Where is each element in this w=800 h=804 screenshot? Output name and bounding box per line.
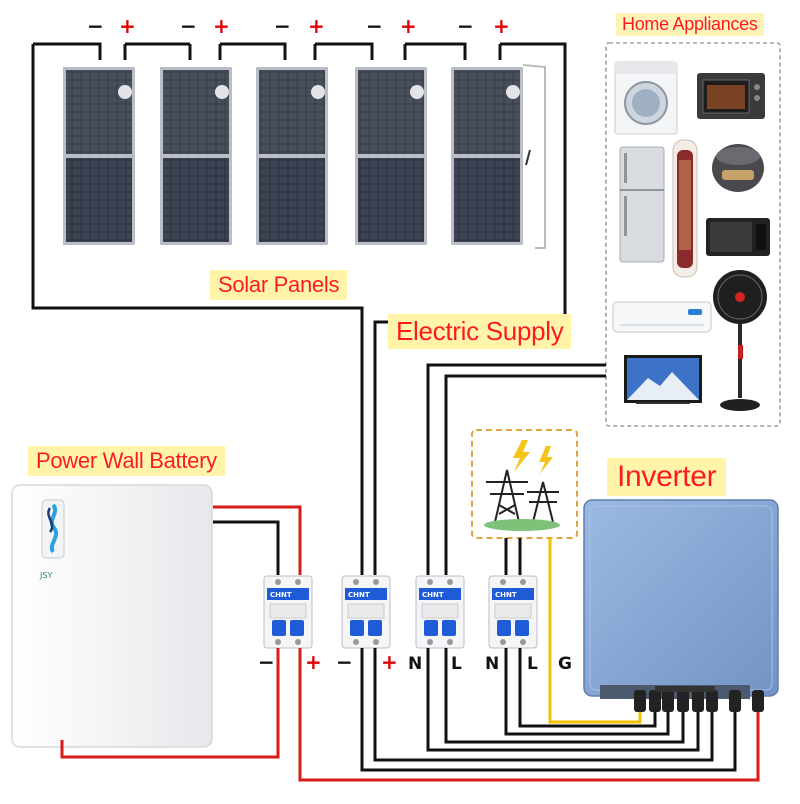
- label-inverter: Inverter: [607, 458, 727, 496]
- oven-icon: [697, 73, 765, 119]
- battery-brand: JSY: [39, 571, 52, 580]
- panel-terminal-minus: −: [274, 14, 291, 38]
- solar-panel-icon: [451, 67, 523, 245]
- inverter: [583, 499, 779, 712]
- panel-terminal-plus: +: [400, 14, 417, 38]
- term-battery-minus: −: [258, 650, 275, 674]
- appliance-wires: [426, 363, 606, 575]
- wall-ac-icon: [612, 301, 712, 333]
- panel-terminal-plus: +: [119, 14, 136, 38]
- rice-cooker-icon: [712, 144, 764, 192]
- power-tower-icon: [486, 469, 559, 523]
- solar-panel-icon: [63, 67, 135, 245]
- term-n1: N: [408, 654, 423, 674]
- panel-terminal-minus: −: [87, 14, 104, 38]
- lightning-icon: [513, 440, 530, 472]
- term-l2: L: [527, 654, 538, 674]
- breaker-icon: CHNT: [263, 575, 313, 649]
- term-n2: N: [485, 654, 500, 674]
- svg-text:CHNT: CHNT: [348, 591, 370, 599]
- term-g: G: [558, 654, 572, 674]
- solar-panel-icon: [160, 67, 232, 245]
- cable-gland-icon: [662, 690, 674, 712]
- svg-text:CHNT: CHNT: [270, 591, 292, 599]
- svg-text:CHNT: CHNT: [422, 591, 444, 599]
- grid-source: [471, 429, 578, 575]
- label-power-wall-battery: Power Wall Battery: [28, 446, 225, 476]
- battery-wires: [213, 505, 302, 575]
- breaker-icon: CHNT: [415, 575, 465, 649]
- panel-terminal-plus: +: [213, 14, 230, 38]
- cable-gland-icon: [729, 690, 741, 712]
- cable-gland-icon: [677, 690, 689, 712]
- solar-panel-icon: [256, 67, 328, 245]
- appliance-icons: [612, 61, 770, 411]
- term-pv-minus: −: [336, 650, 353, 674]
- breaker-icon: CHNT: [488, 575, 538, 649]
- microwave-icon: [706, 218, 770, 256]
- inverter-wiring: [60, 538, 760, 782]
- label-solar-panels: Solar Panels: [210, 270, 348, 300]
- tv-icon: [624, 355, 702, 404]
- panel-terminal-minus: −: [180, 14, 197, 38]
- svg-text:CHNT: CHNT: [495, 591, 517, 599]
- panel-terminal-plus: +: [493, 14, 510, 38]
- cable-gland-icon: [634, 690, 646, 712]
- power-wall-battery: JSY: [11, 484, 213, 748]
- fridge-icon: [619, 146, 665, 263]
- breaker-row: CHNT CHNT CHNT CHNT: [263, 575, 538, 649]
- air-conditioner-icon: [672, 139, 698, 278]
- panel-terminal-minus: −: [366, 14, 383, 38]
- label-home-appliances: Home Appliances: [616, 13, 764, 36]
- solar-panel-array: [63, 64, 546, 249]
- term-pv-plus: +: [381, 650, 398, 674]
- solar-panel-icon: [355, 67, 427, 245]
- term-battery-plus: +: [305, 650, 322, 674]
- washing-machine-icon: [614, 61, 678, 135]
- panel-terminal-plus: +: [308, 14, 325, 38]
- lightning-icon: [539, 446, 553, 474]
- term-l1: L: [451, 654, 462, 674]
- label-electric-supply: Electric Supply: [388, 314, 572, 349]
- panel-terminal-minus: −: [457, 14, 474, 38]
- cable-gland-icon: [752, 690, 764, 712]
- breaker-icon: CHNT: [341, 575, 391, 649]
- fan-icon: [713, 270, 767, 411]
- cable-gland-icon: [649, 690, 661, 712]
- cable-gland-icon: [706, 690, 718, 712]
- cable-gland-icon: [692, 690, 704, 712]
